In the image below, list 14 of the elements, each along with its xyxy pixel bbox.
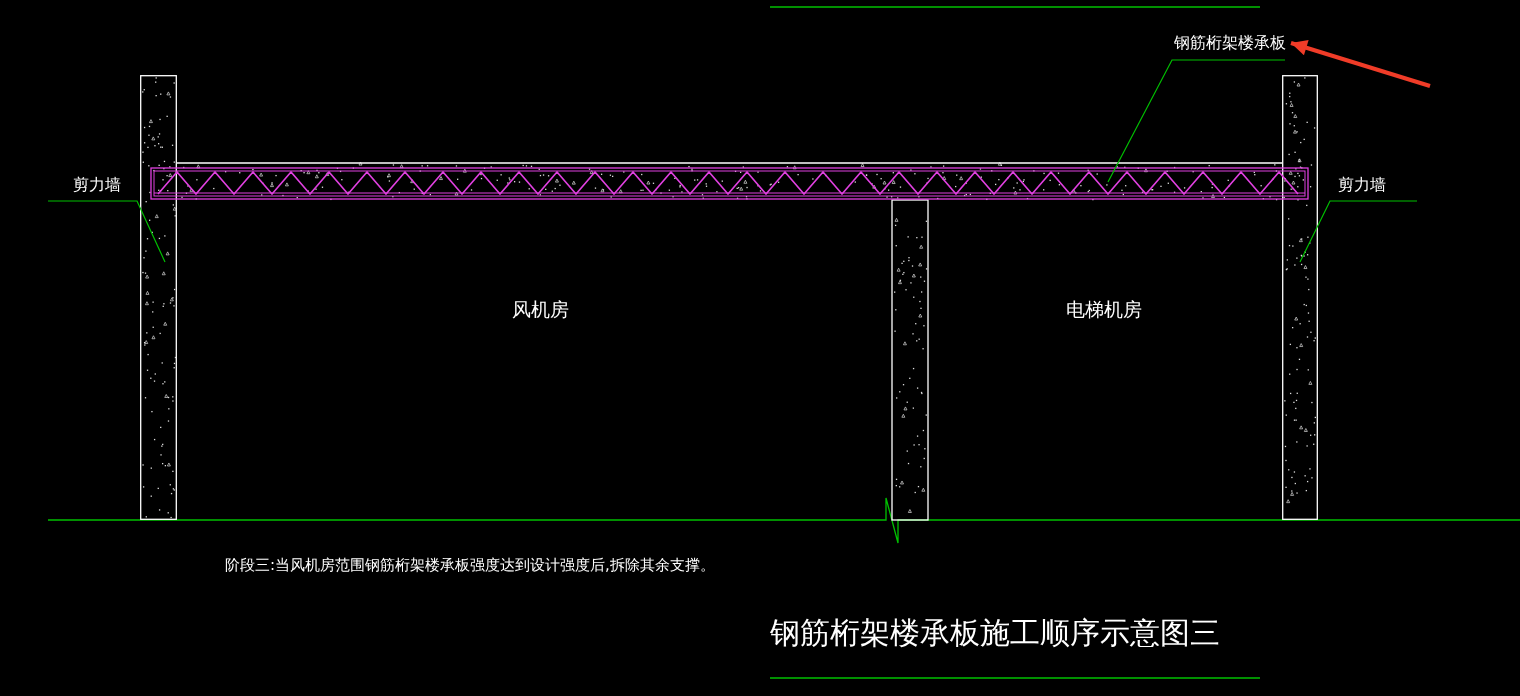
shear-wall: [140, 75, 177, 520]
truss-deck-slab: [150, 162, 1310, 201]
callout-label: 剪力墙: [48, 168, 137, 201]
stage-note: 阶段三:当风机房范围钢筋桁架楼承板强度达到设计强度后,拆除其余支撑。: [225, 558, 715, 573]
leader-line: [1299, 200, 1418, 263]
room-label: 电梯机房: [1066, 300, 1142, 319]
arrow: [1290, 40, 1431, 88]
callout-label: 剪力墙: [1330, 168, 1417, 201]
drawing-title: 钢筋桁架楼承板施工顺序示意图三: [770, 618, 1220, 648]
callout-label: 钢筋桁架楼承板: [1170, 26, 1290, 60]
leader-line: [1107, 59, 1286, 183]
room-label: 风机房: [512, 300, 569, 319]
shear-wall: [1282, 75, 1318, 520]
leader-line: [47, 200, 166, 263]
